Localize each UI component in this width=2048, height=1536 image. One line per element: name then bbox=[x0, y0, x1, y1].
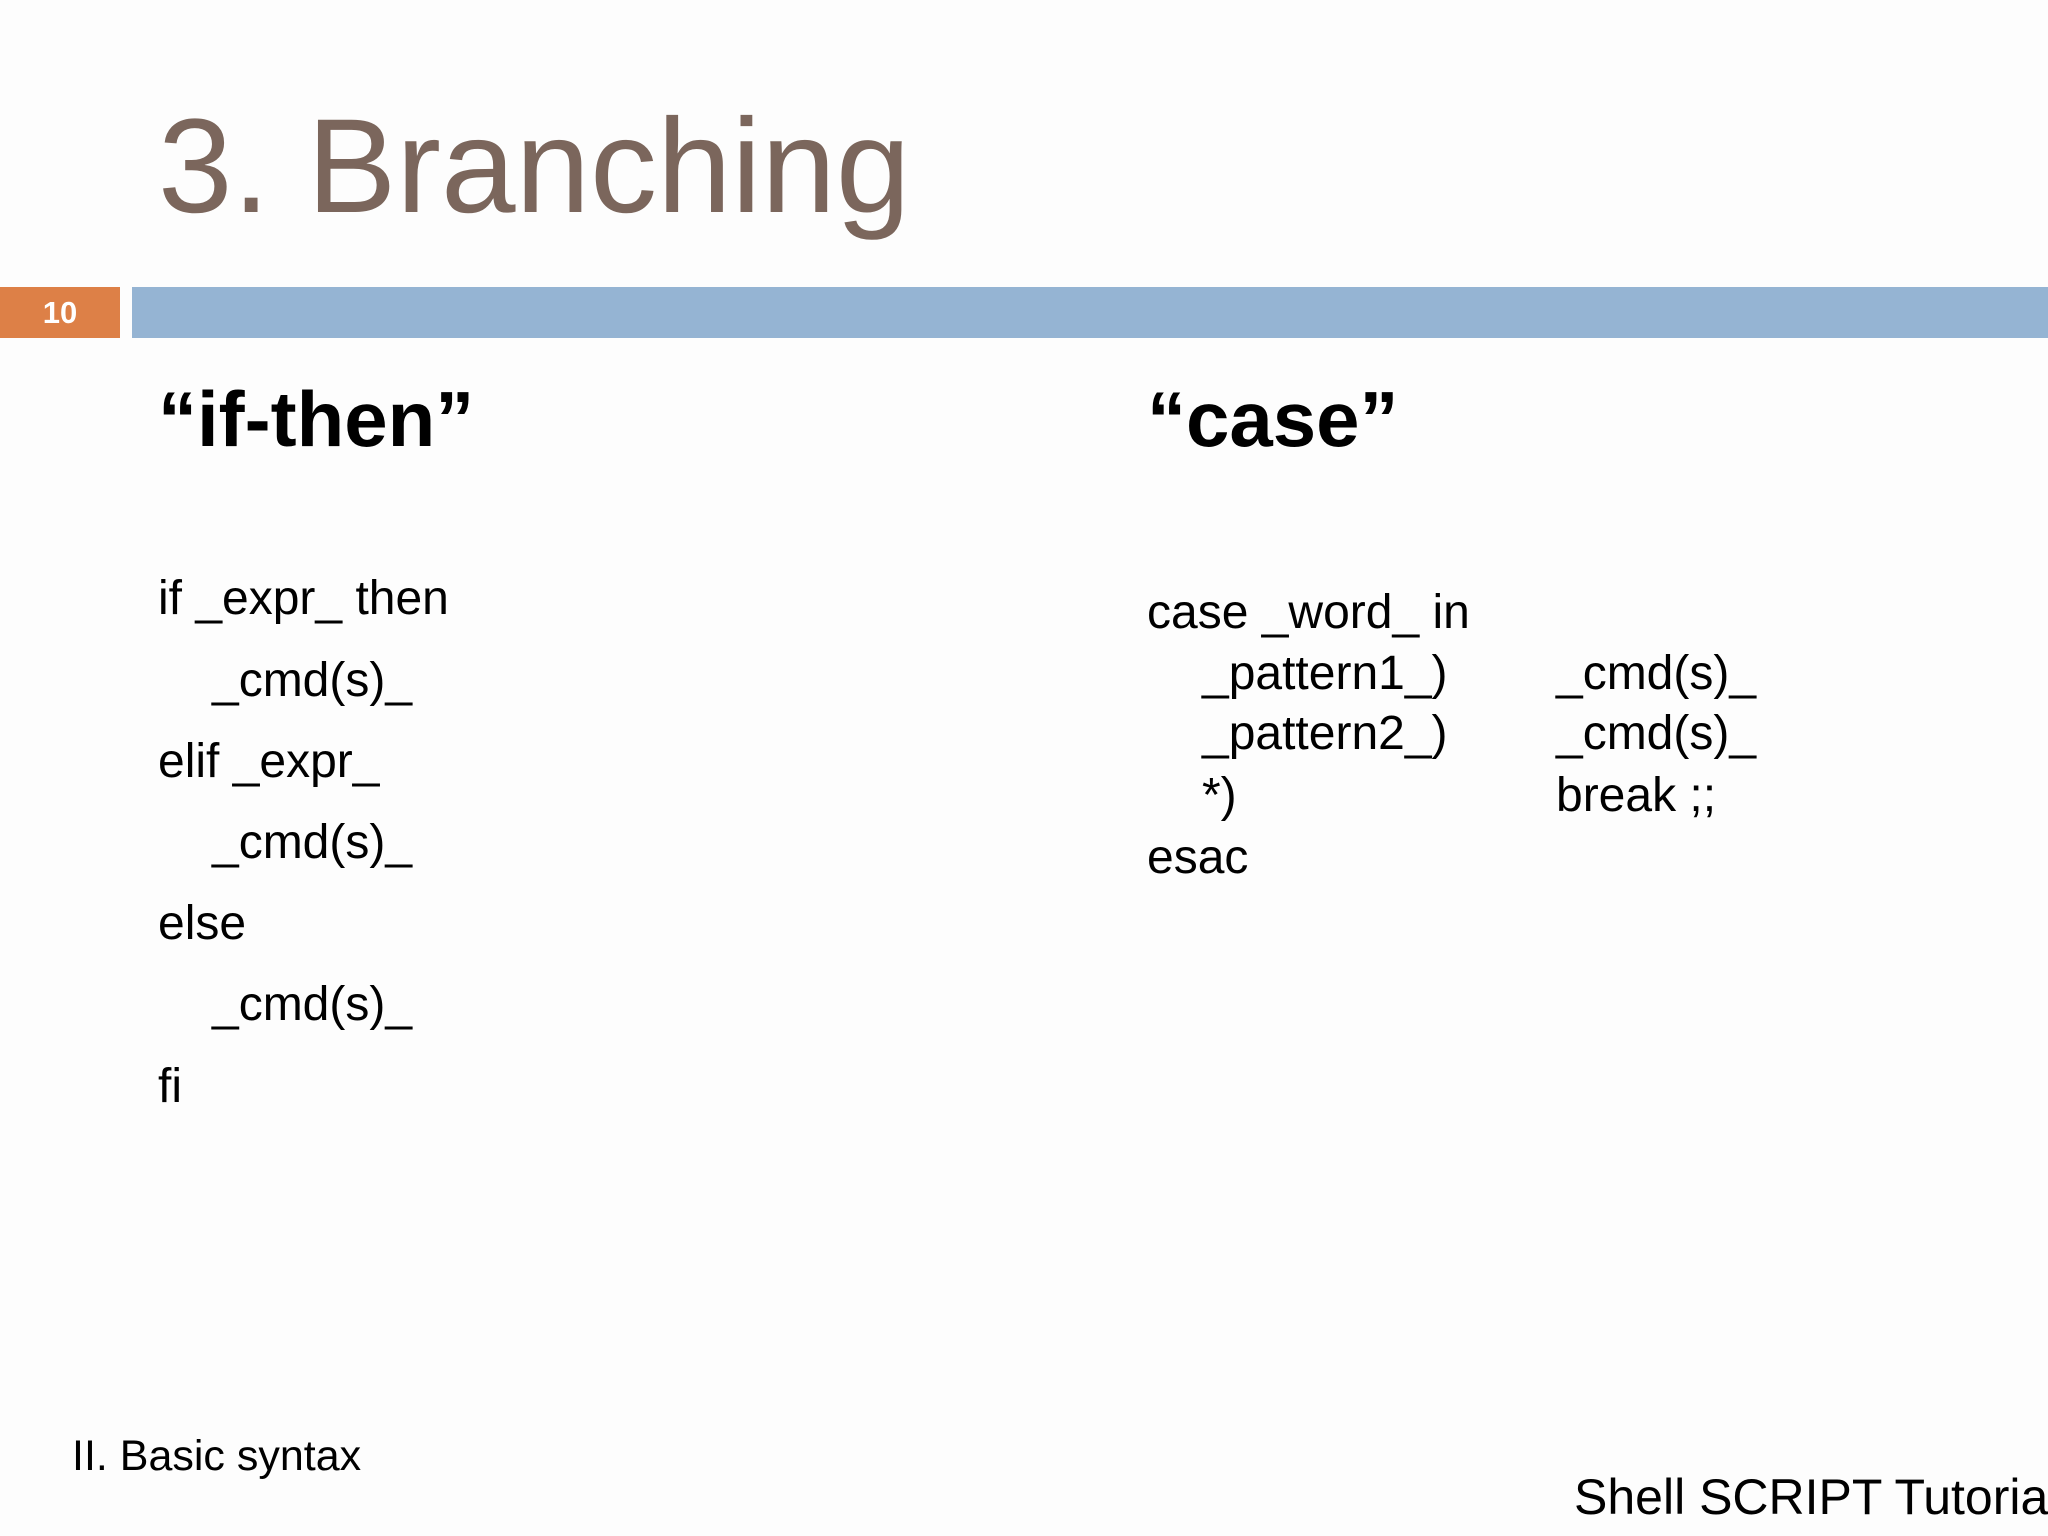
if-then-line: _cmd(s)_ bbox=[212, 816, 413, 869]
case-close-line: esac bbox=[1147, 831, 1249, 884]
if-then-line: else bbox=[158, 897, 247, 950]
case-open-line: case _word_ in bbox=[1147, 586, 1470, 639]
case-pattern: _pattern1_) bbox=[1202, 647, 1448, 700]
if-then-line: if _expr_ then bbox=[158, 572, 449, 625]
case-action: _cmd(s)_ bbox=[1556, 707, 1757, 760]
case-pattern: *) bbox=[1202, 769, 1237, 822]
case-action: _cmd(s)_ bbox=[1556, 647, 1757, 700]
header-bar bbox=[132, 287, 2048, 338]
if-then-line: elif _expr_ bbox=[158, 735, 380, 788]
if-then-line: _cmd(s)_ bbox=[212, 978, 413, 1031]
if-then-line: fi bbox=[158, 1060, 182, 1113]
if-then-line: _cmd(s)_ bbox=[212, 654, 413, 707]
footer-tutorial-title: Shell SCRIPT Tutorial bbox=[1574, 1469, 2048, 1525]
case-pattern: _pattern2_) bbox=[1202, 707, 1448, 760]
slide-title: 3. Branching bbox=[158, 92, 911, 241]
case-heading: “case” bbox=[1147, 375, 1399, 463]
case-action: break ;; bbox=[1556, 769, 1717, 822]
footer-section: II. Basic syntax bbox=[72, 1432, 362, 1480]
slide-number-badge: 10 bbox=[0, 287, 120, 338]
if-then-heading: “if-then” bbox=[158, 375, 475, 463]
